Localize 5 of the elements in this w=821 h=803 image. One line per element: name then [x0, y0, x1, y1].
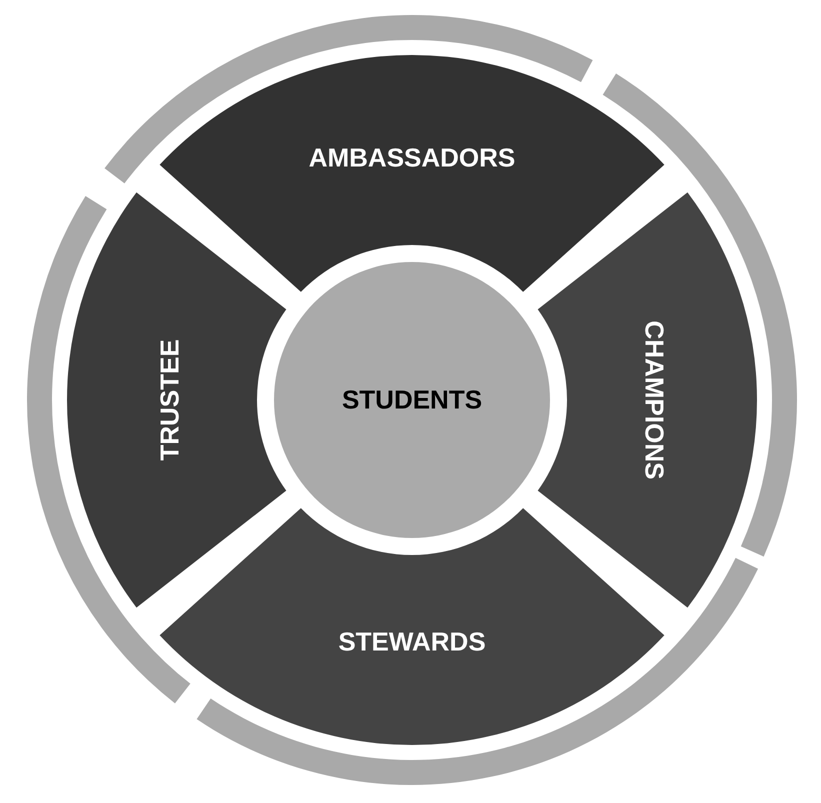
segment-label: AMBASSADORS — [308, 142, 516, 174]
segment-label: CHAMPIONS — [638, 320, 670, 480]
node-label: STUDENTS — [342, 384, 482, 416]
segment-label: STEWARDS — [338, 626, 486, 658]
segment-label: TRUSTEE — [154, 339, 186, 461]
